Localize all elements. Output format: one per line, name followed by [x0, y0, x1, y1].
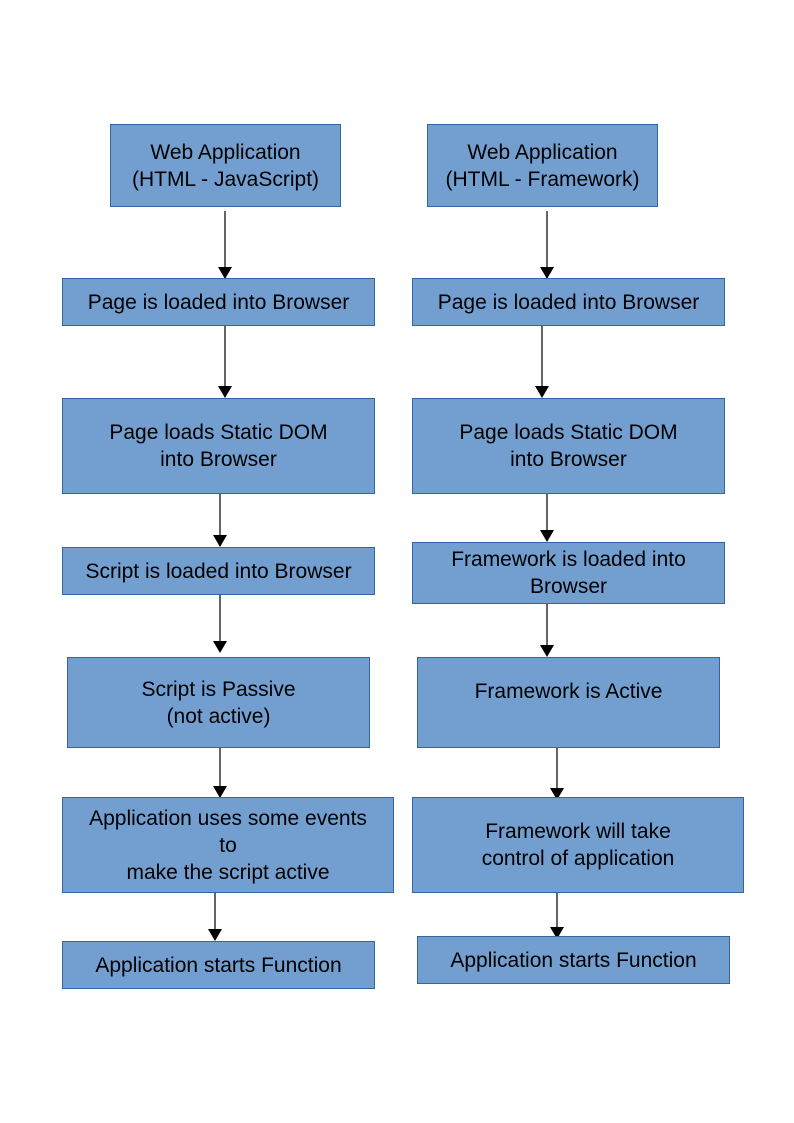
right-app-starts-box: Application starts Function	[417, 936, 730, 984]
box-text: (HTML - Framework)	[445, 167, 640, 191]
left-static-dom-box: Page loads Static DOM into Browser	[62, 398, 375, 494]
box-text: Page is loaded into Browser	[437, 290, 700, 314]
right-framework-control-box: Framework will take control of applicati…	[412, 797, 744, 893]
left-script-loaded-box: Script is loaded into Browser	[62, 547, 375, 595]
box-text: Script is loaded into Browser	[85, 559, 352, 583]
box-text: make the script active	[126, 860, 330, 884]
right-page-loaded-box: Page is loaded into Browser	[412, 278, 725, 326]
box-text: Script is Passive	[141, 677, 296, 701]
box-text: to	[219, 833, 237, 857]
box-text: Framework is Active	[474, 680, 663, 703]
box-text: (not active)	[166, 704, 271, 728]
right-web-application-box: Web Application (HTML - Framework)	[427, 124, 658, 207]
box-text: Framework is loaded into	[451, 548, 686, 571]
left-app-starts-box: Application starts Function	[62, 941, 375, 989]
box-text: control of application	[481, 847, 675, 870]
box-text: Page loads Static DOM	[459, 421, 678, 444]
right-static-dom-box: Page loads Static DOM into Browser	[412, 398, 725, 494]
box-text: (HTML - JavaScript)	[131, 167, 320, 191]
box-text: Framework will take	[485, 820, 671, 843]
right-framework-loaded-box: Framework is loaded into Browser	[412, 542, 725, 604]
left-script-passive-box: Script is Passive (not active)	[67, 657, 370, 748]
box-text: Application uses some events	[89, 806, 367, 830]
box-text: Browser	[529, 575, 608, 598]
box-text: Page is loaded into Browser	[87, 290, 350, 314]
left-page-loaded-box: Page is loaded into Browser	[62, 278, 375, 326]
box-text: Web Application	[150, 140, 301, 164]
left-web-application-box: Web Application (HTML - JavaScript)	[110, 124, 341, 207]
right-framework-active-box: Framework is Active	[417, 657, 720, 748]
box-text: Web Application	[467, 140, 618, 164]
box-text: into Browser	[160, 448, 277, 471]
box-text: into Browser	[510, 448, 627, 471]
left-app-events-box: Application uses some events to make the…	[62, 797, 394, 893]
box-text: Application starts Function	[95, 953, 342, 977]
box-text: Page loads Static DOM	[109, 421, 328, 444]
box-text: Application starts Function	[450, 948, 697, 972]
